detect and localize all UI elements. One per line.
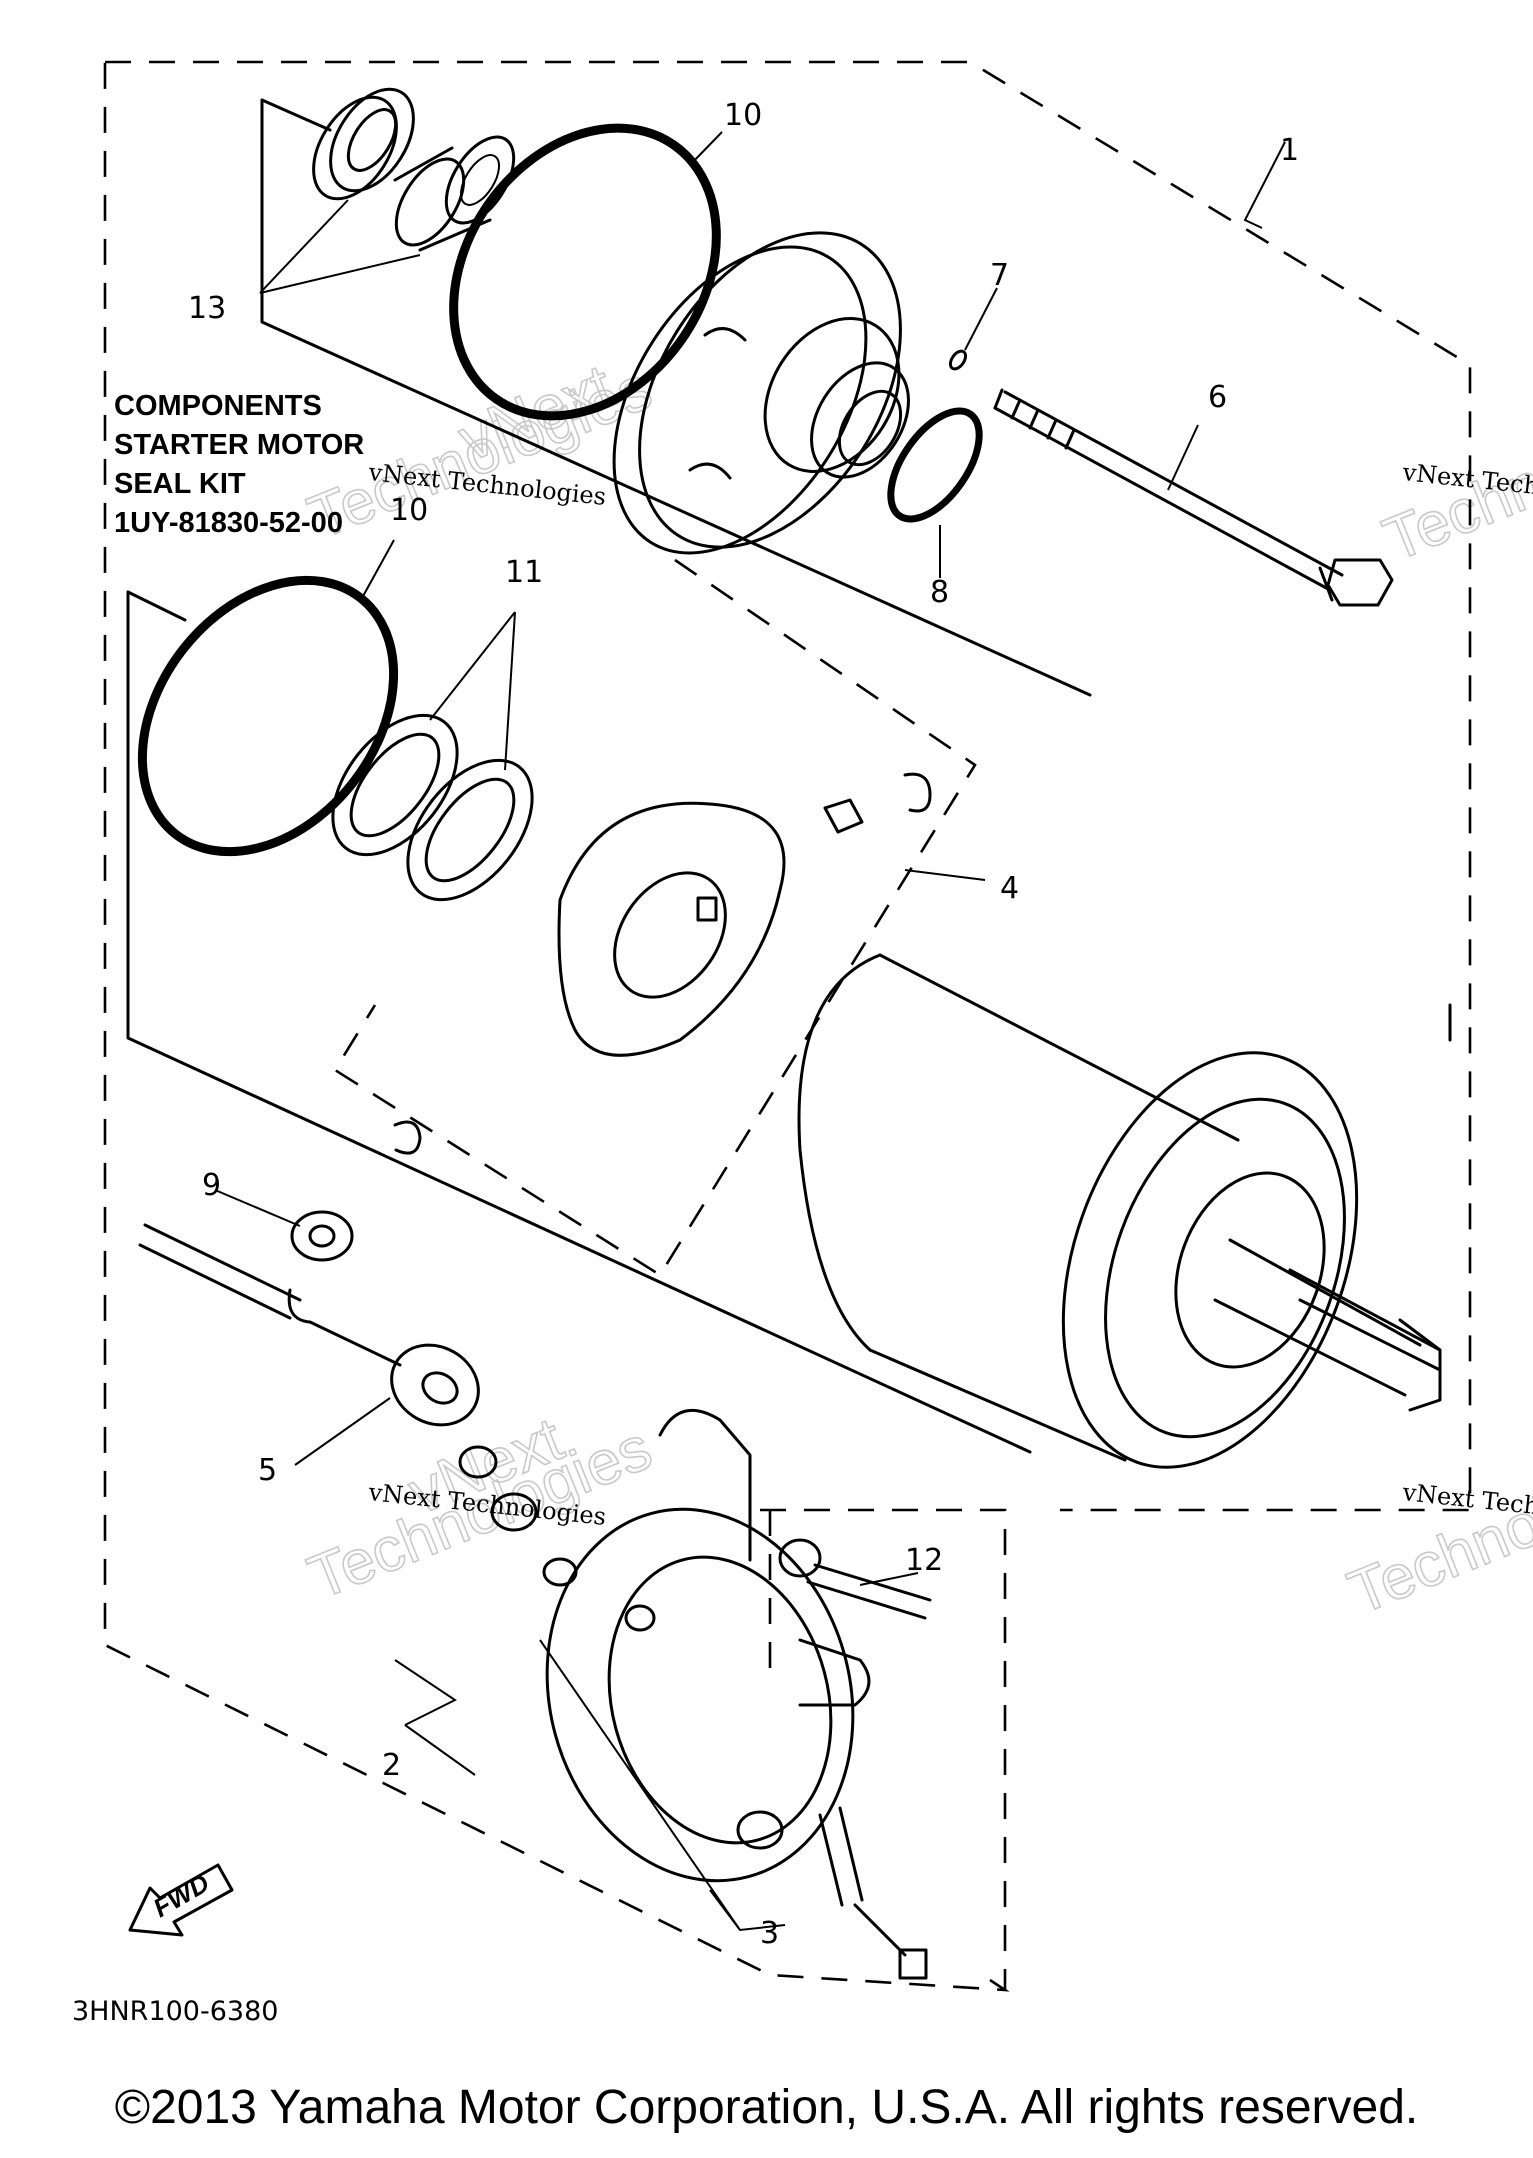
fwd-label: FWD bbox=[148, 1868, 214, 1924]
assembly-boundary bbox=[103, 60, 1472, 1992]
brush-and-spring bbox=[393, 772, 932, 1155]
terminal-group-boundary bbox=[760, 1508, 1007, 1990]
brush-holder-group-boundary bbox=[333, 558, 977, 1277]
upper-parts-plane bbox=[260, 98, 1092, 697]
callout-4: 4 bbox=[1000, 871, 1019, 906]
seal-kit-note: COMPONENTS STARTER MOTOR SEAL KIT 1UY-81… bbox=[114, 390, 364, 539]
callout-7: 7 bbox=[990, 258, 1009, 293]
kit-label-line4: 1UY-81830-52-00 bbox=[114, 507, 343, 539]
nut bbox=[290, 1210, 354, 1262]
callout-2: 2 bbox=[382, 1748, 401, 1783]
middle-plane-top bbox=[126, 590, 187, 622]
upper-plane-top bbox=[260, 98, 332, 132]
callout-5: 5 bbox=[258, 1453, 277, 1488]
oil-seal bbox=[312, 87, 415, 201]
callout-6: 6 bbox=[1208, 380, 1227, 415]
watermark-layer: vNext Technologies Technologies vNext Te… bbox=[299, 351, 1533, 1629]
rear-cover bbox=[545, 1408, 871, 1883]
lead-wire bbox=[138, 1223, 480, 1427]
callout-10-middle: 10 bbox=[390, 493, 428, 528]
callout-8: 8 bbox=[930, 575, 949, 610]
needle-bearing bbox=[393, 135, 516, 252]
o-ring-tiny bbox=[948, 349, 968, 371]
callout-12: 12 bbox=[905, 1543, 943, 1578]
insulator-washers bbox=[458, 1445, 578, 1587]
copyright-notice: ©2013 Yamaha Motor Corporation, U.S.A. A… bbox=[114, 2081, 1419, 2134]
watermark-word-technologies: Technologies bbox=[1339, 1428, 1533, 1628]
callout-3: 3 bbox=[760, 1916, 779, 1951]
front-cover bbox=[612, 231, 910, 555]
callout-9: 9 bbox=[202, 1168, 221, 1203]
o-ring-small bbox=[887, 407, 983, 523]
yoke-armature bbox=[797, 953, 1442, 1469]
callout-10-top: 10 bbox=[724, 98, 762, 133]
callout-13: 13 bbox=[188, 291, 226, 326]
middle-parts-plane bbox=[126, 590, 1032, 1454]
kit-label-line1: COMPONENTS bbox=[114, 390, 322, 422]
through-bolt bbox=[993, 388, 1394, 607]
fwd-arrow: FWD bbox=[128, 1863, 234, 1937]
kit-label-line2: STARTER MOTOR bbox=[114, 429, 364, 461]
leader-lines bbox=[214, 131, 1286, 1932]
o-ring-middle bbox=[137, 575, 399, 857]
brush-plate bbox=[557, 801, 786, 1057]
kit-label-line3: SEAL KIT bbox=[114, 468, 246, 500]
thrust-washers bbox=[331, 713, 534, 902]
diagram-code: 3HNR100-6380 bbox=[72, 1996, 278, 2027]
terminal-bolt bbox=[818, 1806, 928, 1980]
callout-11: 11 bbox=[505, 555, 543, 590]
callout-1: 1 bbox=[1280, 133, 1299, 168]
o-ring-top bbox=[449, 123, 721, 421]
